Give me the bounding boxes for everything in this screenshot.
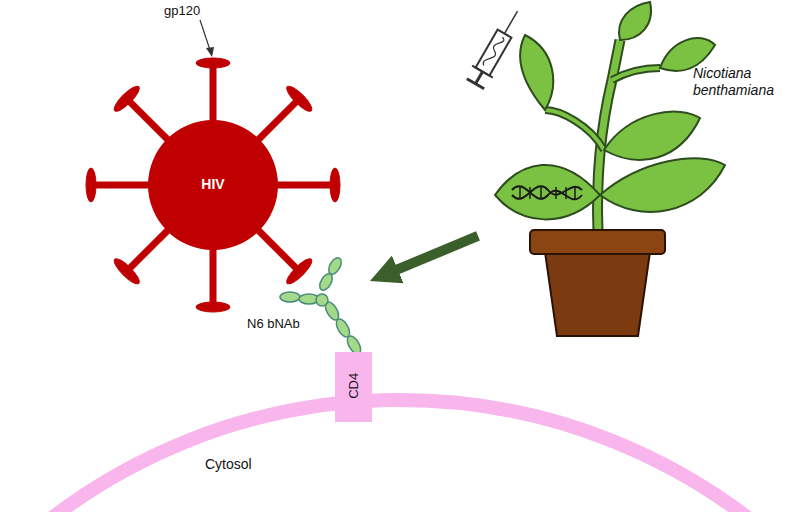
- cell-membrane: [0, 400, 796, 512]
- receptor-band: CD4: [335, 352, 372, 422]
- node-label: Cytosol: [205, 456, 285, 473]
- hiv-spikes: [86, 58, 340, 312]
- virus-circle: HIV: [148, 120, 278, 250]
- node-label: CD4: [346, 351, 362, 421]
- plant-node: Nicotiana benthamiana: [478, 5, 794, 335]
- node-label: N6 bNAb: [247, 316, 317, 332]
- antibody-node: N6 bNAb: [245, 262, 370, 352]
- leader-head: [206, 47, 214, 57]
- part-label: gp120: [164, 3, 200, 18]
- cell-region: Cytosol CD4: [0, 340, 796, 512]
- node-label: HIV: [148, 176, 278, 193]
- plant-illustration: [465, 2, 725, 336]
- antibody-symbol: [280, 256, 363, 356]
- node-label: Nicotiana benthamiana: [693, 65, 791, 99]
- arrow-connector: [394, 236, 478, 271]
